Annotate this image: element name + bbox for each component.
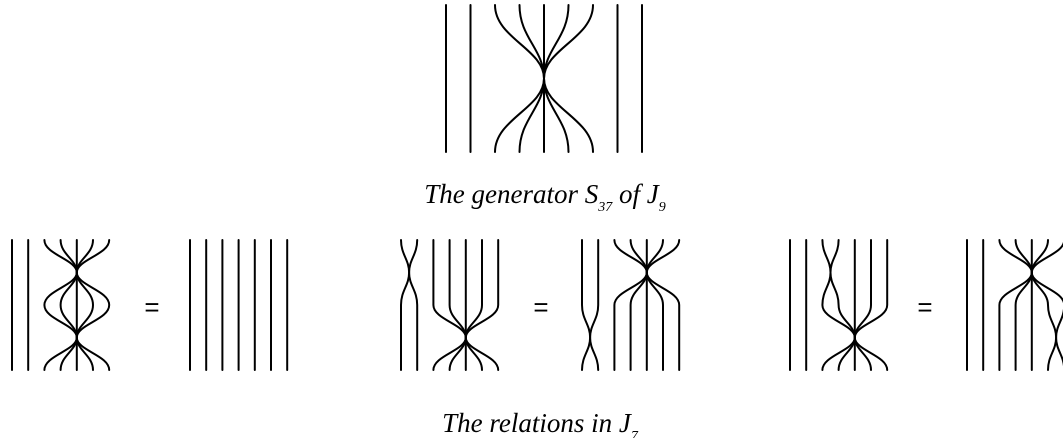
generator-strand-3 (494, 4, 546, 153)
relation-3-left-strand-7 (853, 239, 889, 371)
generator-symbol-subscript: 37 (597, 200, 613, 215)
relation-2-right-strand-1 (581, 239, 592, 371)
generator-caption: The generator S37 of J9 (424, 179, 665, 215)
relations-caption-prefix: The relations in (442, 408, 619, 438)
monoid-symbol: J (647, 179, 661, 209)
relation-2-left-strand-7 (464, 239, 500, 371)
relation-1-left-strand-4 (59, 239, 78, 371)
relation-2-right-strand-7 (645, 239, 681, 371)
relation-2-equals-sign: = (533, 292, 548, 322)
generator-strand-7 (542, 4, 594, 153)
monoid-symbol-subscript: 9 (659, 200, 666, 215)
relation-3-equals-sign: = (917, 292, 932, 322)
relation-2-left-strand-2 (408, 239, 419, 371)
relation-1-equals-sign: = (144, 292, 159, 322)
relation-2-right-strand-2 (589, 239, 600, 371)
relation-2-left-diagram (400, 239, 500, 371)
relation-2-left-strand-1 (400, 239, 411, 371)
generator-strand-4 (518, 4, 546, 153)
relation-3-right-strand-6 (1030, 239, 1058, 371)
relation-3-right-strand-4 (1014, 239, 1033, 371)
relation-1-left-strand-3 (43, 239, 78, 371)
relation-3-left-diagram (789, 239, 889, 371)
relation-1-left-strand-7 (75, 239, 111, 371)
generator-caption-of: of (612, 179, 647, 209)
relation-2-right-strand-6 (645, 239, 664, 371)
relation-1-left-strand-6 (75, 239, 95, 371)
relations-monoid-symbol: J (619, 408, 633, 438)
relation-3-left-strand-6 (853, 239, 872, 371)
relation-3-right-diagram (966, 239, 1063, 371)
relation-3-left-strand-4 (829, 239, 856, 371)
generator-diagram (445, 4, 643, 153)
relation-3-left-strand-3 (821, 239, 856, 371)
generator-strand-6 (542, 4, 570, 153)
generator-symbol: S (585, 179, 599, 209)
relation-2-left-strand-6 (464, 239, 483, 371)
generator-caption-prefix: The generator (424, 179, 584, 209)
relation-2-right-strand-4 (629, 239, 648, 371)
relation-2-right-diagram (581, 239, 681, 371)
relations-monoid-subscript: 7 (631, 429, 639, 438)
relation-2-left-strand-4 (448, 239, 467, 371)
relation-1-left-diagram (11, 239, 111, 371)
relation-1-right-diagram (189, 239, 289, 371)
relation-3-right-strand-7 (1030, 240, 1063, 368)
relations-caption: The relations in J7 (442, 408, 639, 438)
